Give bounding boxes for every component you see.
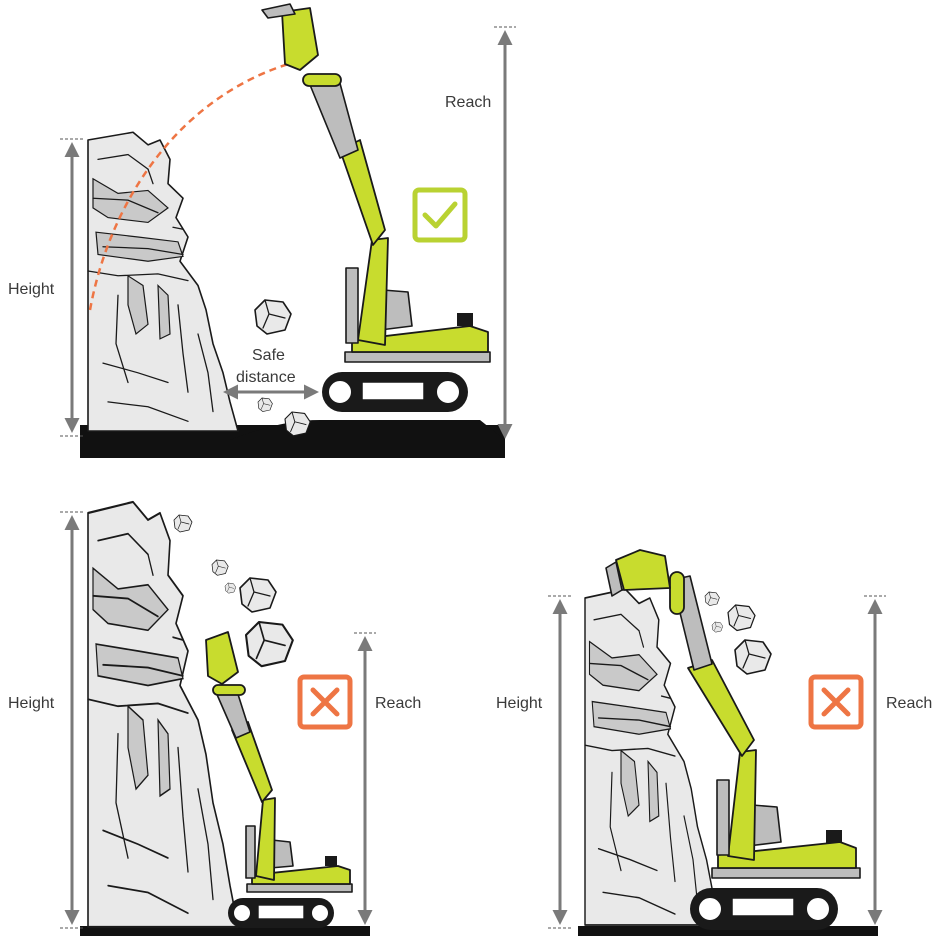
reach-label: Reach	[886, 695, 932, 712]
excavator-short-reach	[205, 631, 353, 928]
cross-icon	[808, 674, 864, 730]
boulder	[711, 621, 724, 633]
ground-mound	[230, 420, 505, 440]
top-panel: Height Reach Safe distance	[8, 3, 516, 458]
boulder	[734, 639, 772, 675]
safe-distance-label-line1: Safe	[252, 347, 285, 364]
boulder	[244, 620, 294, 668]
boulder	[211, 559, 229, 576]
excavator-medium-reach	[605, 549, 861, 930]
reach-label: Reach	[375, 695, 421, 712]
bucket-arc	[88, 60, 296, 311]
boulder	[704, 591, 720, 606]
boulder	[284, 411, 311, 437]
reach-label: Reach	[445, 94, 491, 111]
boulder	[173, 514, 193, 533]
boulder	[727, 604, 756, 632]
check-icon	[412, 187, 468, 243]
cliff-face	[87, 131, 239, 432]
bottom-right-panel: Height Reach	[496, 549, 932, 936]
height-label: Height	[496, 695, 543, 712]
bottom-left-panel: Height Reach	[8, 500, 421, 936]
height-label: Height	[8, 695, 55, 712]
boulder	[224, 582, 237, 594]
excavator-long-reach	[261, 3, 491, 412]
ground	[578, 926, 878, 936]
height-label: Height	[8, 281, 55, 298]
boulder	[239, 577, 277, 613]
cross-icon	[297, 674, 353, 730]
safe-distance-label-line2: distance	[236, 369, 296, 386]
ground	[80, 926, 370, 936]
boulder	[254, 299, 292, 335]
boulder	[257, 397, 273, 412]
